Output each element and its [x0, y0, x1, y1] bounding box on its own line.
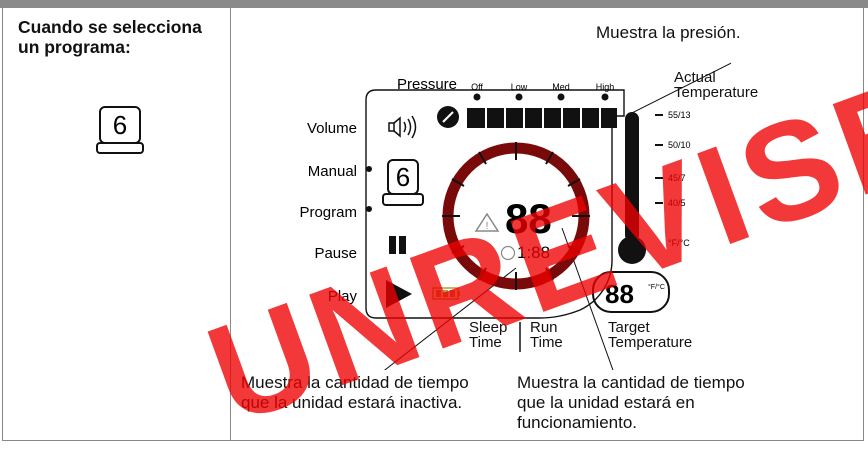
temp-40: 40/5	[668, 198, 686, 208]
pressure-high: High	[596, 82, 615, 92]
ring-ticks	[442, 142, 590, 290]
pressure-med: Med	[552, 82, 570, 92]
temp-45: 45/7	[668, 173, 686, 183]
label-volume: Volume	[307, 120, 357, 137]
pressure-dot-med	[557, 93, 565, 101]
program-icon: 6	[96, 106, 144, 154]
warning-icon	[474, 212, 500, 232]
sleep-time-label: Sleep Time	[469, 319, 508, 351]
target-digits: 88	[605, 279, 634, 309]
program-digit-display: 6	[396, 162, 410, 192]
run-callout: Muestra la cantidad de tiempo que la uni…	[517, 373, 745, 432]
sleep-face-icon	[500, 245, 516, 261]
label-program: Program	[299, 204, 357, 221]
manual-dot	[366, 166, 372, 172]
program-icon-display: 6	[382, 159, 424, 206]
label-manual: Manual	[308, 163, 357, 180]
pressure-dot-off	[473, 93, 481, 101]
program-heading: Cuando se selecciona un programa:	[18, 17, 202, 57]
temp-50: 50/10	[668, 140, 691, 150]
temp-units: °F/°C	[668, 238, 690, 248]
display-outline	[365, 89, 625, 319]
pressure-label: Pressure	[397, 76, 457, 93]
program-digit-left: 6	[113, 110, 127, 140]
pressure-low: Low	[511, 82, 528, 92]
main-digits: 88	[505, 195, 552, 242]
target-temp-label: Target Temperature	[608, 319, 693, 351]
target-box	[592, 271, 670, 313]
battery-icon	[432, 287, 460, 300]
thermometer	[618, 112, 646, 264]
label-play: Play	[328, 288, 358, 305]
temp-55: 55/13	[668, 110, 691, 120]
target-unit: °F/°C	[648, 283, 665, 291]
pressure-dot-low	[515, 93, 523, 101]
timer-digits: 1:88	[517, 243, 550, 262]
run-time-label: Run Time	[530, 319, 563, 351]
control-display: Pressure Off Low Med High Volume Manual …	[299, 62, 731, 370]
pressure-callout: Muestra la presión.	[596, 23, 741, 42]
speaker-icon	[388, 115, 417, 139]
sleep-callout: Muestra la cantidad de tiempo que la uni…	[241, 373, 469, 412]
table-frame	[2, 8, 864, 441]
label-pause: Pause	[314, 245, 357, 262]
svg-text:!: !	[486, 221, 489, 232]
pressure-leader	[625, 62, 731, 117]
pause-icon	[389, 236, 396, 254]
actual-temp-label: Actual Temperature	[674, 69, 759, 101]
play-icon	[386, 280, 412, 308]
header-bar	[0, 0, 868, 8]
program-dot	[366, 206, 372, 212]
pressure-dot-high	[601, 93, 609, 101]
column-divider	[230, 8, 231, 441]
pressure-off: Off	[471, 82, 483, 92]
